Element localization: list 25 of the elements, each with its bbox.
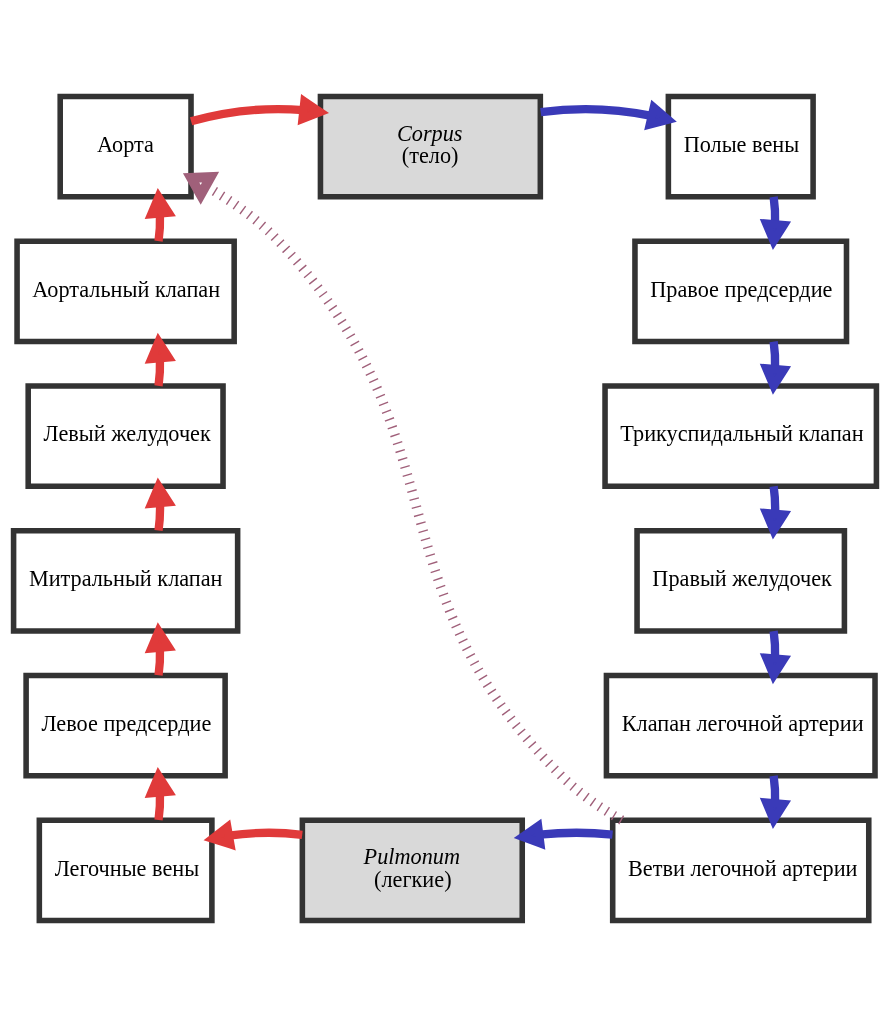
arrow — [182, 171, 625, 825]
node-box: Аортальный клапан — [14, 238, 237, 345]
node-box: Pulmonum (легкие) — [299, 817, 526, 924]
node-box: Левый желудочек — [25, 383, 226, 489]
node-box: Аорта — [57, 93, 194, 200]
arrow — [203, 819, 303, 851]
arrow — [513, 818, 613, 850]
arrow — [759, 485, 792, 540]
arrow — [540, 99, 677, 131]
node-box: Правый желудочек — [634, 528, 848, 634]
arrow — [144, 332, 176, 387]
node-box: Полые вены — [665, 93, 816, 200]
arrow — [144, 622, 176, 676]
node-box: Митральный клапан — [10, 528, 241, 634]
node-box: Ветви легочной артерии — [609, 817, 872, 924]
node-box: Левое предсердие — [23, 672, 228, 779]
node-box: Правое предсердие — [632, 238, 850, 345]
arrow — [144, 766, 176, 821]
arrow — [190, 94, 329, 126]
arrow — [144, 187, 176, 242]
node-box: Клапан легочной артерии — [603, 672, 878, 779]
node-box: Трикуспидальный клапан — [602, 383, 880, 489]
arrow — [759, 630, 792, 685]
node-box: Corpus (тело) — [317, 93, 544, 200]
node-box: Легочные вены — [36, 817, 215, 924]
